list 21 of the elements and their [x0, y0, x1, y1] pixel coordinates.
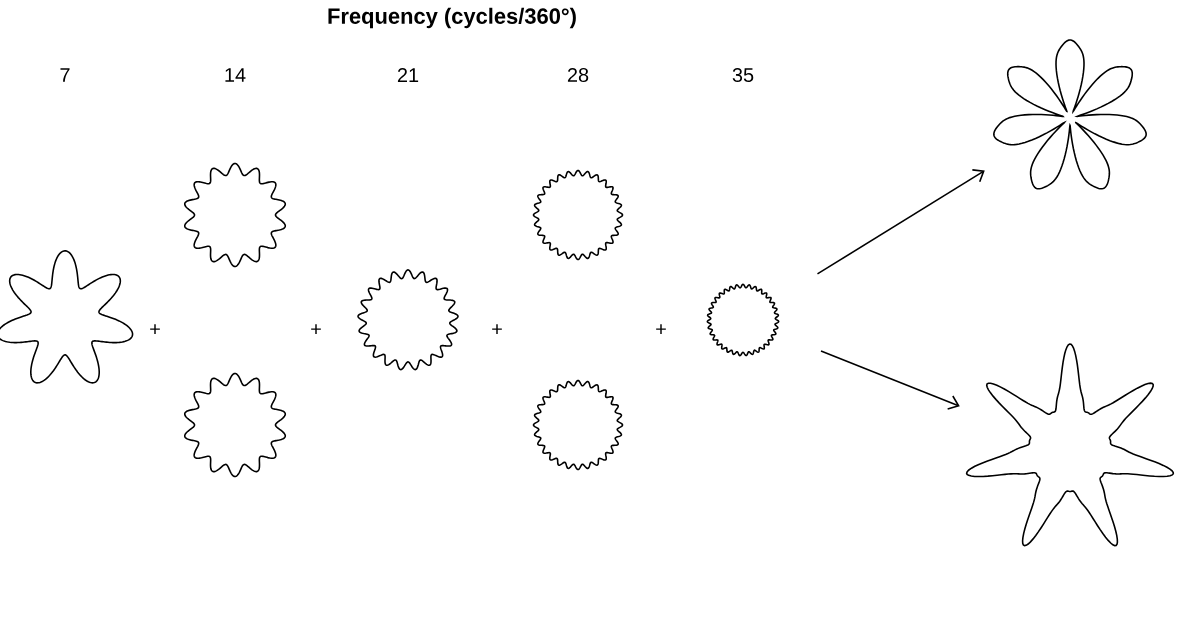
radial-pattern-drawing	[965, 343, 1175, 547]
frequency-label: 21	[397, 68, 419, 82]
plus-sign: +	[150, 324, 160, 334]
frequency-label: 35	[732, 67, 754, 83]
radial-pattern-drawing	[183, 372, 287, 478]
radial-pattern-drawing	[993, 39, 1147, 190]
radial-pattern-drawing	[357, 269, 459, 371]
frequency-label: 28	[567, 67, 589, 83]
plus-sign: +	[656, 324, 666, 334]
title: Frequency (cycles/360°)	[328, 7, 576, 29]
arrow	[820, 350, 960, 410]
radial-pattern-drawing	[183, 162, 287, 268]
arrow	[816, 169, 985, 275]
radial-pattern-drawing	[0, 250, 134, 384]
plus-sign: +	[311, 324, 321, 334]
frequency-label: 7	[60, 68, 70, 82]
plus-sign: +	[492, 324, 502, 334]
radial-pattern-drawing	[532, 169, 624, 261]
radial-pattern-drawing	[532, 379, 624, 471]
frequency-label: 14	[225, 68, 246, 82]
radial-pattern-drawing	[706, 283, 780, 357]
